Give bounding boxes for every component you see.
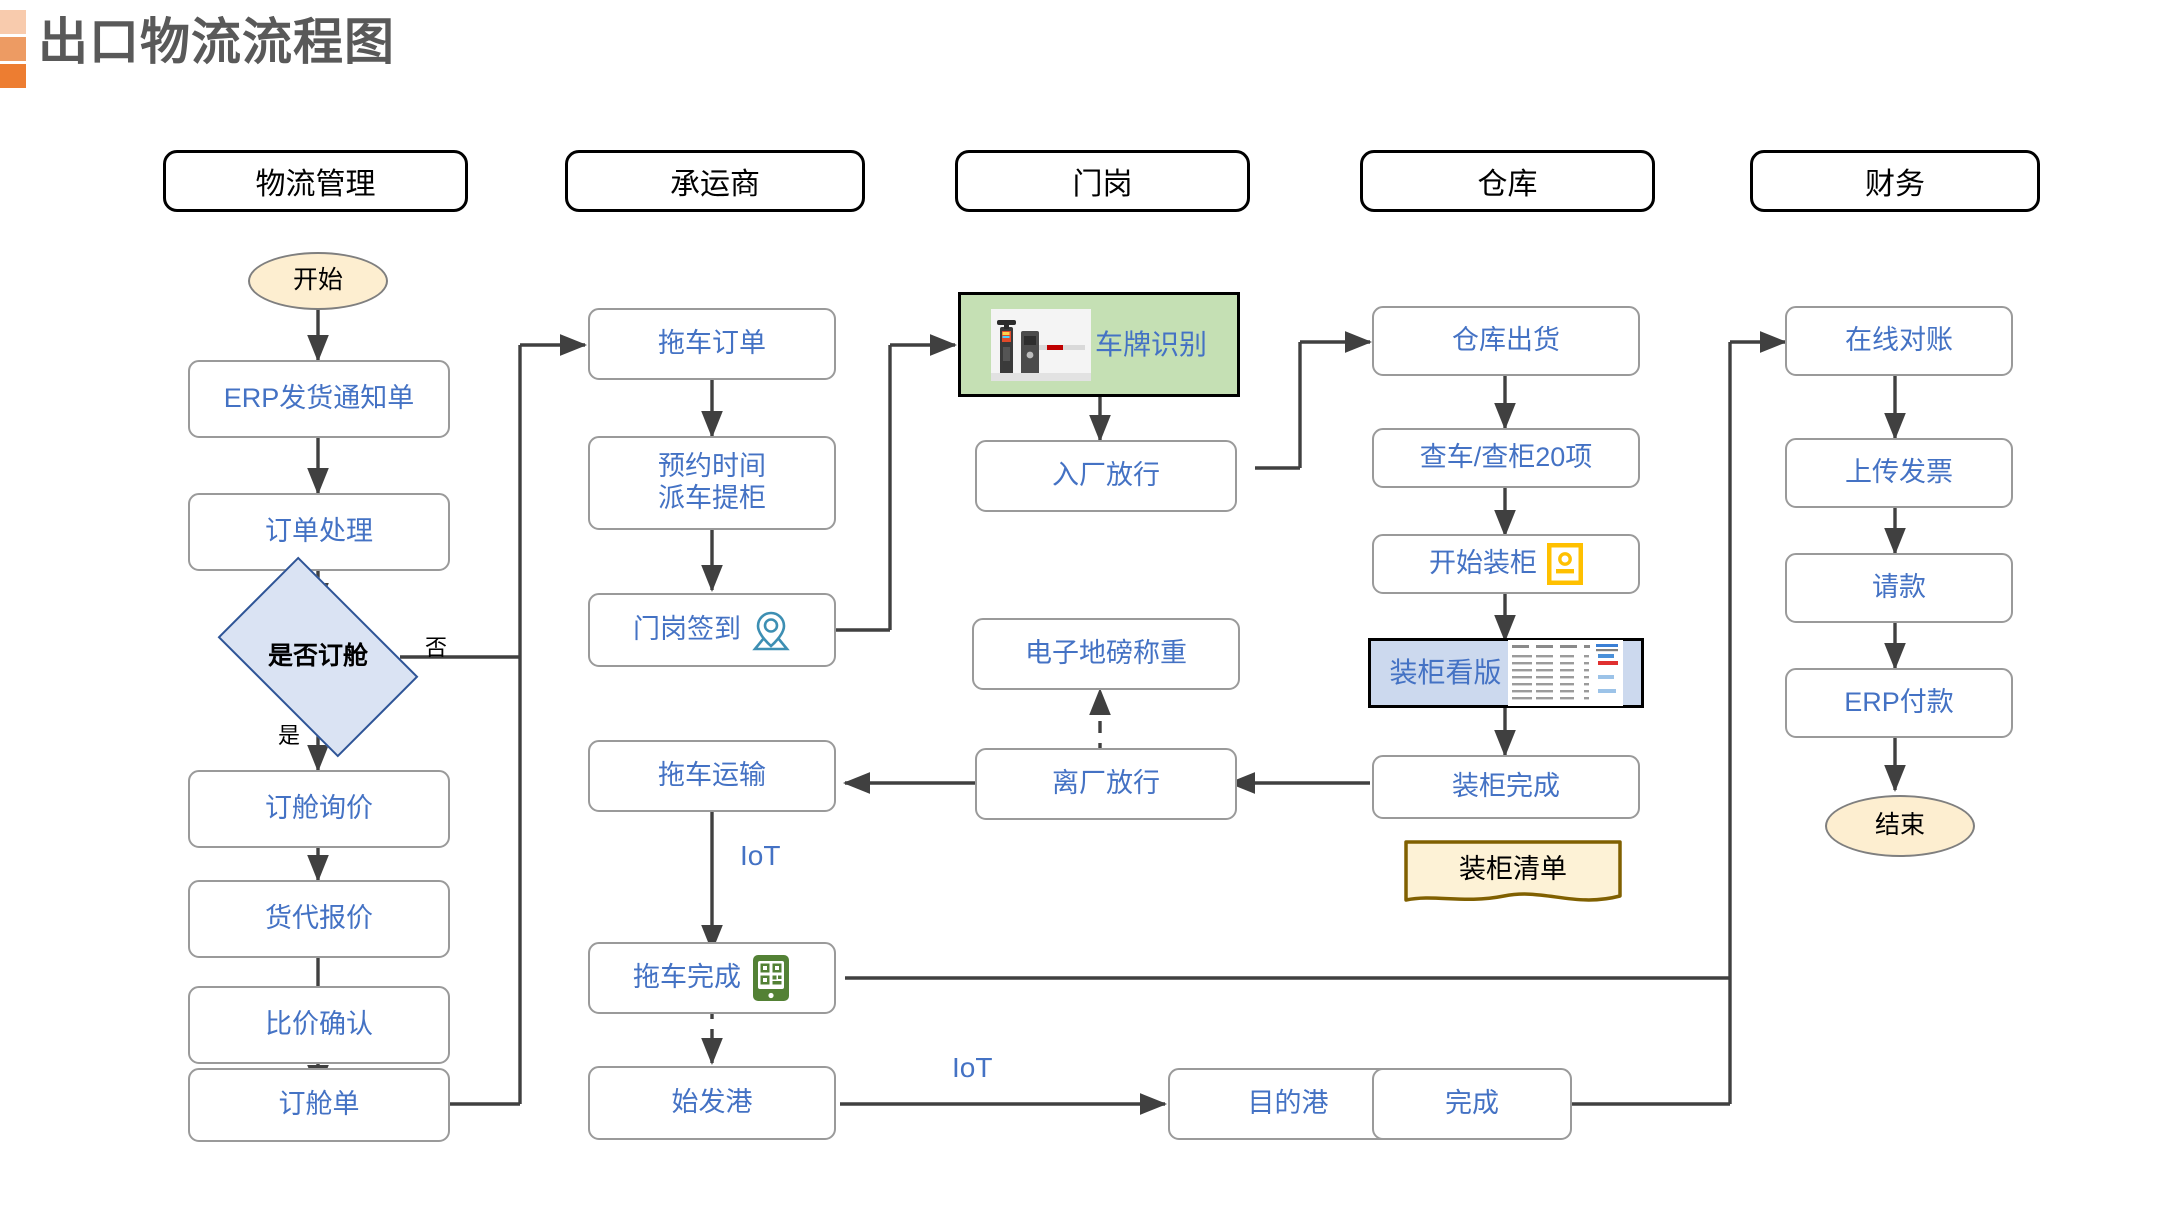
lane-header-logistics: 物流管理 — [163, 150, 468, 212]
node-inspect-20-items[interactable]: 查车/查柜20项 — [1372, 428, 1640, 488]
node-tow-transit[interactable]: 拖车运输 — [588, 740, 836, 812]
edge-label-iot-port: IoT — [952, 1052, 993, 1083]
node-label: 门岗签到 — [633, 614, 741, 645]
node-label: 开始装柜 — [1429, 548, 1537, 579]
node-label: 仓库出货 — [1452, 325, 1560, 356]
node-warehouse-shipment[interactable]: 仓库出货 — [1372, 306, 1640, 376]
node-finish[interactable]: 完成 — [1372, 1068, 1572, 1140]
node-gate-signin[interactable]: 门岗签到 — [588, 593, 836, 667]
node-origin-port[interactable]: 始发港 — [588, 1066, 836, 1140]
node-label: 订舱单 — [278, 1089, 360, 1120]
node-start[interactable]: 开始 — [248, 252, 388, 310]
node-label: 离厂放行 — [1052, 768, 1160, 799]
node-plate-recognition[interactable]: 车牌识别 — [958, 292, 1240, 397]
node-enter-factory-pass[interactable]: 入厂放行 — [975, 440, 1237, 512]
lane-label: 门岗 — [1072, 168, 1133, 201]
node-packing-list[interactable]: 装柜清单 — [1404, 840, 1622, 906]
node-appointment-dispatch[interactable]: 预约时间 派车提柜 — [588, 436, 836, 530]
node-label: 在线对账 — [1845, 325, 1953, 356]
node-label-line2: 派车提柜 — [658, 483, 766, 513]
lane-header-carrier: 承运商 — [565, 150, 865, 212]
node-label: 是否订舱 — [267, 642, 368, 671]
node-loading-dashboard[interactable]: 装柜看版 — [1368, 638, 1644, 708]
lane-label: 承运商 — [670, 168, 760, 201]
node-label: 完成 — [1445, 1088, 1499, 1119]
node-label: 订单处理 — [265, 516, 373, 547]
node-label: ERP发货通知单 — [223, 383, 415, 414]
node-label: 装柜完成 — [1452, 771, 1560, 802]
node-request-payment[interactable]: 请款 — [1785, 553, 2013, 623]
node-price-confirm[interactable]: 比价确认 — [188, 986, 450, 1064]
node-order-processing[interactable]: 订单处理 — [188, 493, 450, 571]
node-booking-decision[interactable]: 是否订舱 — [217, 556, 419, 758]
node-upload-invoice[interactable]: 上传发票 — [1785, 438, 2013, 508]
node-label-line1: 预约时间 — [658, 451, 766, 482]
node-label: 电子地磅称重 — [1025, 638, 1187, 669]
lane-label: 财务 — [1865, 168, 1925, 201]
lane-label: 仓库 — [1477, 168, 1538, 201]
node-label: 装柜清单 — [1459, 854, 1567, 885]
lane-label: 物流管理 — [255, 168, 376, 201]
node-erp-notice[interactable]: ERP发货通知单 — [188, 360, 450, 438]
accent-bar-2 — [0, 37, 26, 61]
node-erp-payment[interactable]: ERP付款 — [1785, 668, 2013, 738]
accent-bar-3 — [0, 64, 26, 88]
location-pin-icon — [751, 609, 791, 651]
node-label: 预约时间 派车提柜 — [658, 451, 766, 515]
node-tow-completed[interactable]: 拖车完成 — [588, 942, 836, 1014]
node-booking-order[interactable]: 订舱单 — [188, 1068, 450, 1142]
node-label: 订舱询价 — [265, 793, 373, 824]
node-label: 结束 — [1874, 811, 1925, 840]
lane-header-finance: 财务 — [1750, 150, 2040, 212]
accent-bars — [0, 10, 26, 88]
edge-label-yes: 是 — [278, 723, 301, 748]
node-label: 比价确认 — [265, 1009, 373, 1040]
accent-bar-1 — [0, 10, 26, 34]
lane-header-gate: 门岗 — [955, 150, 1250, 212]
node-destination-port[interactable]: 目的港 — [1168, 1068, 1408, 1140]
node-label: 开始 — [292, 266, 343, 295]
dashboard-table-photo — [1507, 640, 1623, 706]
id-badge-icon — [1547, 543, 1583, 585]
node-loading-completed[interactable]: 装柜完成 — [1372, 755, 1640, 819]
node-label: 拖车完成 — [633, 962, 741, 993]
node-label: 上传发票 — [1845, 457, 1953, 488]
lane-header-warehouse: 仓库 — [1360, 150, 1655, 212]
node-label: 车牌识别 — [1094, 328, 1207, 360]
node-label: 入厂放行 — [1052, 460, 1160, 491]
node-booking-inquiry[interactable]: 订舱询价 — [188, 770, 450, 848]
node-label: 拖车运输 — [658, 760, 766, 791]
edge-label-iot-tow: IoT — [740, 840, 781, 871]
node-label: ERP付款 — [1844, 687, 1954, 718]
edge-label-no: 否 — [425, 635, 448, 660]
barrier-gate-photo — [990, 308, 1091, 381]
node-label: 拖车订单 — [658, 328, 766, 359]
node-end[interactable]: 结束 — [1825, 795, 1975, 857]
node-forwarder-quote[interactable]: 货代报价 — [188, 880, 450, 958]
node-label: 货代报价 — [265, 903, 373, 934]
node-online-reconcile[interactable]: 在线对账 — [1785, 306, 2013, 376]
node-label: 始发港 — [671, 1087, 753, 1118]
node-label: 请款 — [1872, 572, 1926, 603]
node-start-loading[interactable]: 开始装柜 — [1372, 534, 1640, 594]
node-label: 装柜看版 — [1389, 657, 1502, 689]
node-tow-order[interactable]: 拖车订单 — [588, 308, 836, 380]
node-label: 查车/查柜20项 — [1419, 442, 1593, 473]
page-title: 出口物流流程图 — [38, 14, 395, 70]
qr-mobile-icon — [751, 953, 791, 1003]
title-bar: 出口物流流程图 — [0, 0, 2166, 96]
node-exit-factory-pass[interactable]: 离厂放行 — [975, 748, 1237, 820]
node-weighbridge[interactable]: 电子地磅称重 — [972, 618, 1240, 690]
document-shape — [1404, 840, 1622, 902]
node-label: 目的港 — [1247, 1088, 1329, 1119]
